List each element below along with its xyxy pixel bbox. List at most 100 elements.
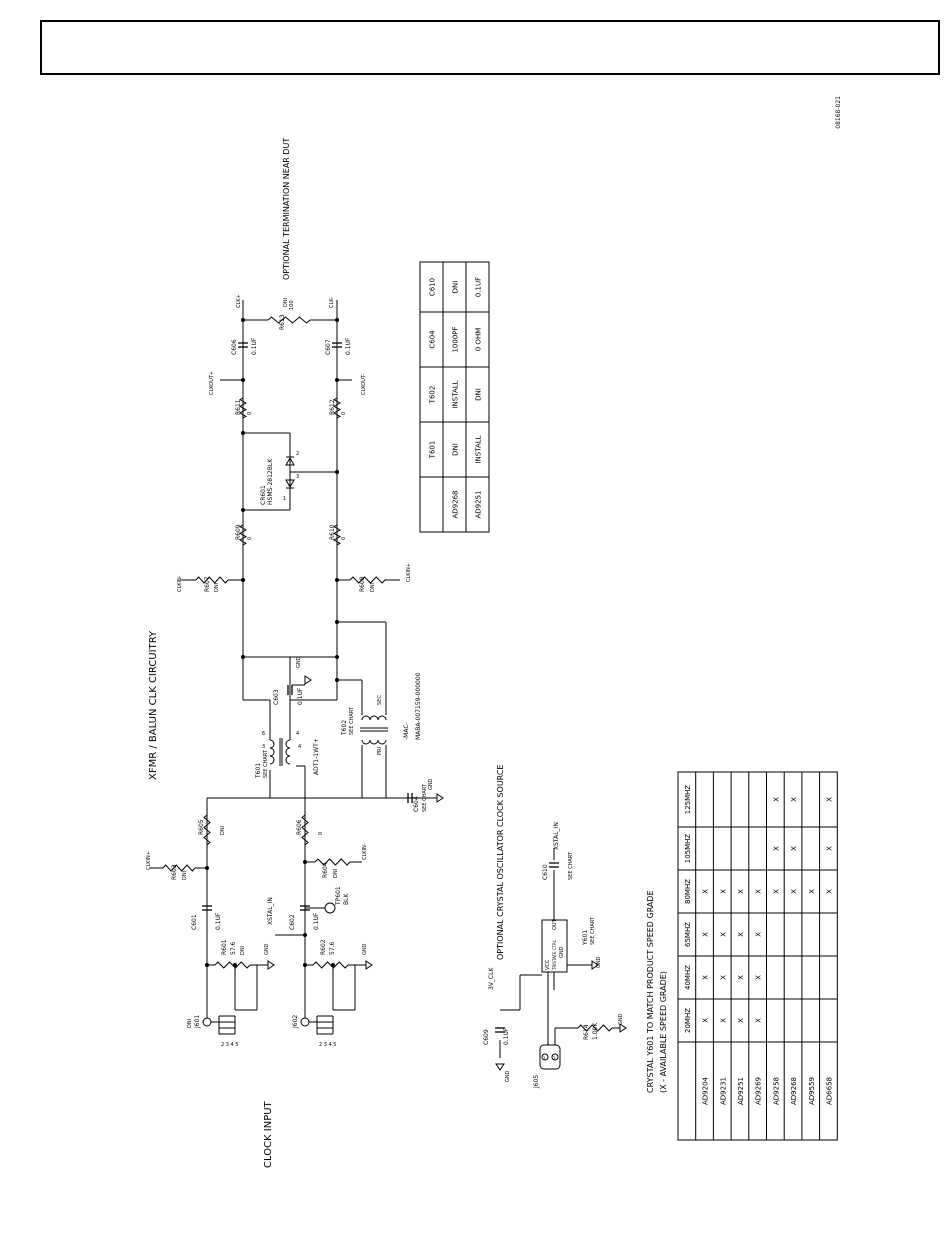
- table-border: [419, 261, 490, 533]
- section-title-termination: OPTIONAL TERMINATION NEAR DUT: [282, 138, 291, 280]
- c607-ref: C607: [325, 339, 332, 355]
- r609: [238, 524, 248, 546]
- c602-ref: C602: [289, 914, 296, 930]
- table-cell: AD9269: [755, 1077, 763, 1105]
- crystal-note: CRYSTAL Y601 TO MATCH PRODUCT SPEED GRAD…: [646, 890, 655, 1093]
- tp601-color: BLK: [343, 893, 350, 905]
- clkout-plus: CLKOUT+: [209, 371, 215, 395]
- v-clk-label: 3V_CLK: [488, 967, 495, 990]
- table-cell: 0 OHM: [475, 328, 483, 352]
- j605-pin1: [541, 1053, 549, 1061]
- table-header-cell: 105MHZ: [684, 834, 692, 864]
- y601-vcc: VCC: [545, 959, 551, 970]
- table-header-cell: 40MHZ: [684, 965, 692, 990]
- ground-symbol: [267, 960, 275, 970]
- table-cell: AD9258: [772, 1077, 780, 1105]
- junction-dot: [335, 620, 339, 624]
- transformer-coil: [361, 715, 387, 721]
- table-cell: X: [825, 797, 833, 802]
- cr601-part: HSMS-2812BLK: [267, 458, 274, 505]
- pin-num: 1: [283, 496, 286, 502]
- table-cell: X: [790, 797, 798, 802]
- connector-ref: J602: [292, 1015, 299, 1029]
- gnd-label: GND: [618, 1013, 624, 1025]
- table-cell: X: [755, 932, 763, 937]
- ground-symbol: [591, 960, 599, 970]
- gnd-label: GND: [362, 943, 368, 955]
- table-cell: AD9559: [808, 1077, 816, 1105]
- table-cell: INSTALL: [475, 435, 483, 463]
- r610: [332, 524, 342, 546]
- junction-dot: [241, 378, 245, 382]
- testpoint-tp601: [324, 902, 336, 914]
- t601-ref: T601: [255, 763, 262, 779]
- r613-ref: R613: [279, 314, 286, 330]
- j605-pin2: [551, 1053, 559, 1061]
- r607: [195, 576, 229, 584]
- y601-see: SEE CHART: [590, 916, 596, 945]
- table-cell: AD9268: [790, 1077, 798, 1105]
- connector-shield: [218, 1016, 235, 1035]
- junction-dot: [241, 431, 245, 435]
- t601-part: ADT1-1WT+: [313, 738, 320, 775]
- table-cell: INSTALL: [452, 380, 460, 408]
- figure-id: 08168-021: [835, 96, 842, 129]
- j605-header: [539, 1044, 561, 1070]
- table-cell: X: [755, 975, 763, 980]
- xstal-in-label: XSTAL_IN: [267, 897, 274, 925]
- clkin-plus-r608: CLKIN+: [406, 563, 412, 582]
- junction-dot: [335, 678, 339, 682]
- r612-ref: R612: [329, 399, 336, 415]
- pin-num: 2: [296, 451, 299, 457]
- table-cell: X: [825, 846, 833, 851]
- c609-value: 0.1UF: [503, 1027, 510, 1045]
- r609-value: 0: [247, 537, 253, 540]
- gnd-label: GND: [264, 943, 270, 955]
- table-cell: X: [719, 975, 727, 980]
- r607-ref: R607: [204, 576, 211, 592]
- pin-num: 1: [543, 1056, 546, 1061]
- y601-out: OUT: [552, 918, 558, 930]
- r609-ref: R609: [235, 524, 242, 540]
- clk-minus: CLK-: [329, 297, 335, 308]
- r605: [203, 814, 211, 846]
- r605-value: DNI: [220, 826, 226, 835]
- table-cell: DNI: [475, 388, 483, 401]
- table-header-cell: 20MHZ: [684, 1008, 692, 1033]
- table-cell: X: [719, 889, 727, 894]
- table-header-cell: C604: [429, 330, 437, 349]
- r606-value: 0: [318, 832, 324, 835]
- table-cell: X: [790, 846, 798, 851]
- ground-symbol: [365, 960, 373, 970]
- t602-sec: SEC: [377, 695, 383, 705]
- clkin-minus: CLKIN-: [362, 843, 368, 860]
- r614-ref: R614: [583, 1024, 590, 1040]
- tp601-ref: TP601: [335, 886, 342, 906]
- r611: [238, 397, 248, 419]
- table-header-cell: C610: [429, 278, 437, 296]
- table-cell: X: [772, 797, 780, 802]
- r603-ref: R603: [171, 864, 178, 880]
- r606: [301, 814, 309, 846]
- clk-plus: CLK+: [236, 294, 242, 308]
- r606-ref: R606: [296, 819, 303, 835]
- t602-pri: PRI: [377, 747, 383, 755]
- junction-dot: [335, 655, 339, 659]
- r607-value: DNI: [214, 583, 220, 592]
- junction-dot: [303, 963, 307, 967]
- junction-dot: [303, 933, 307, 937]
- junction-dot: [241, 655, 245, 659]
- table-cell: AD9231: [719, 1077, 727, 1105]
- section-title-clock-input: CLOCK INPUT: [263, 1100, 274, 1168]
- table-header-cell: T602: [429, 386, 437, 405]
- r613: [267, 316, 311, 324]
- c606-ref: C606: [231, 339, 238, 355]
- c601-ref: C601: [191, 914, 198, 930]
- table-cell: AD9251: [475, 491, 483, 519]
- t602-part: MABA-007159-000000: [415, 672, 422, 740]
- table-cell: X: [702, 932, 710, 937]
- table-cell: X: [702, 975, 710, 980]
- pin-numbers: 2 3 4 5: [319, 1042, 337, 1048]
- transformer-coil: [361, 739, 387, 745]
- r613-value: 100: [289, 300, 295, 310]
